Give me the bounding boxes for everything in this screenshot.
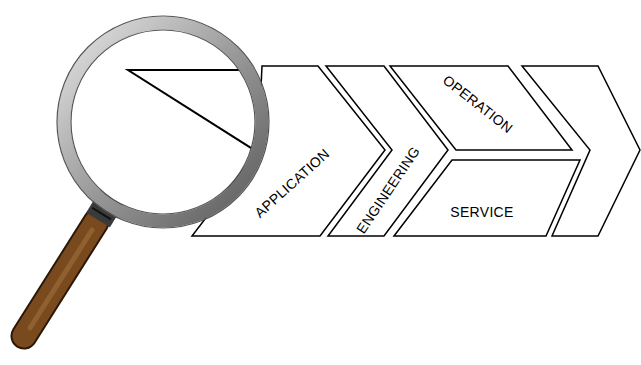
stage-label: SERVICE — [450, 204, 513, 220]
handle — [24, 222, 96, 336]
handle-outline — [24, 222, 96, 336]
rim-edge-inner — [71, 30, 255, 214]
chevron-shape — [394, 160, 580, 236]
chevron-outline — [394, 160, 580, 236]
chevron-stage: SERVICE — [394, 160, 580, 236]
rim-edge-outer — [57, 16, 269, 228]
lens-rim — [64, 23, 262, 221]
chevron-outline — [390, 66, 572, 150]
lens — [71, 30, 255, 214]
chevron-stage: OPERATION — [390, 66, 572, 150]
handle-shine — [30, 230, 92, 328]
